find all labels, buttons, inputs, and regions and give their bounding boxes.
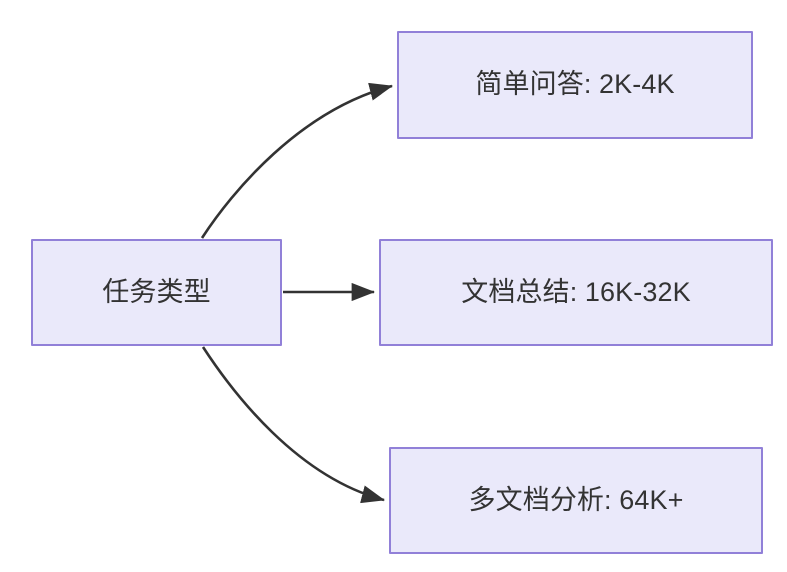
edge-root-to-multi-doc: [201, 346, 386, 504]
node-multi-document-analysis-label: 多文档分析: 64K+: [468, 484, 684, 515]
node-task-type[interactable]: 任务类型: [31, 239, 282, 346]
node-document-summary[interactable]: 文档总结: 16K-32K: [379, 239, 773, 346]
node-document-summary-label: 文档总结: 16K-32K: [461, 276, 691, 307]
node-simple-qa[interactable]: 简单问答: 2K-4K: [397, 31, 753, 139]
node-task-type-label: 任务类型: [102, 276, 211, 307]
node-simple-qa-label: 简单问答: 2K-4K: [475, 69, 675, 100]
node-multi-document-analysis[interactable]: 多文档分析: 64K+: [389, 447, 763, 554]
edge-root-to-simple-qa: [200, 82, 394, 239]
